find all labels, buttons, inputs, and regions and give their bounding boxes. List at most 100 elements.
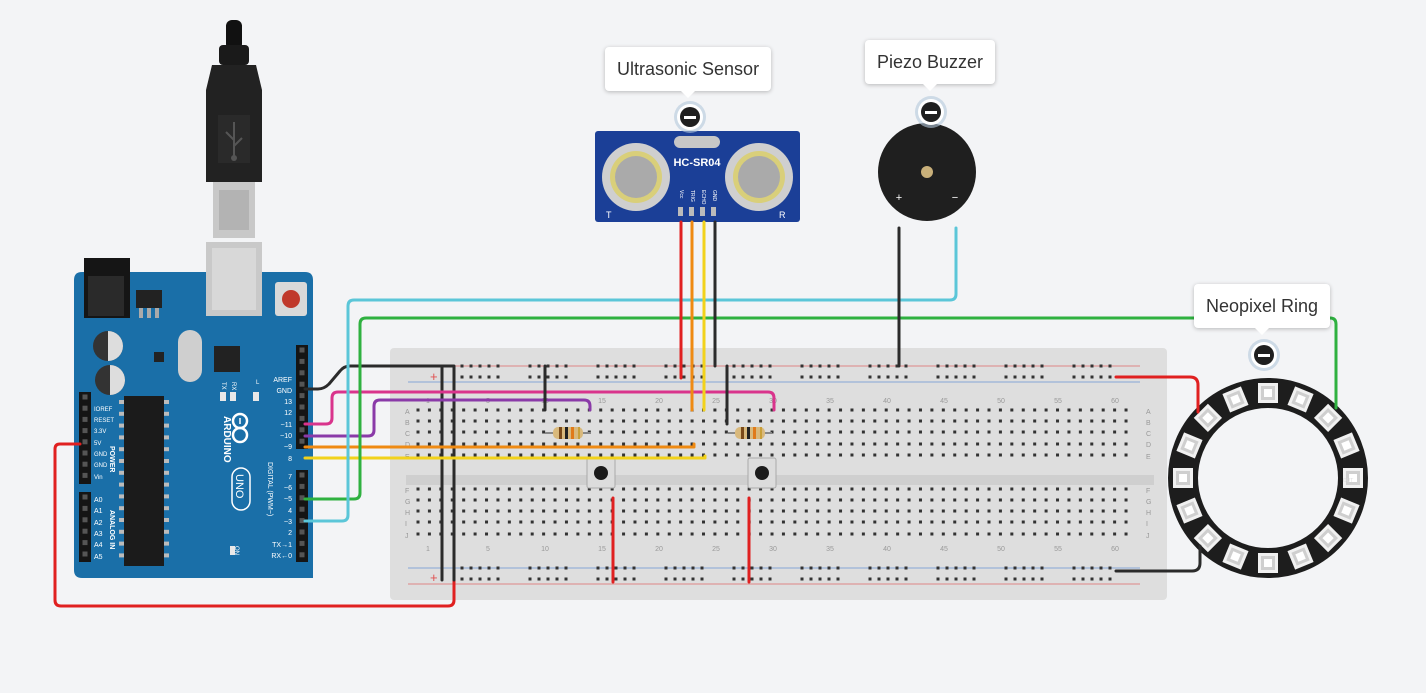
breadboard-hole [1067,442,1071,446]
chip-pin [164,506,169,511]
breadboard-hole [747,419,751,423]
rail-hole [877,364,881,368]
breadboard-hole [1101,498,1105,502]
breadboard-hole [816,532,820,536]
breadboard-hole [827,520,831,524]
pin-label: A0 [94,497,103,504]
breadboard-hole [690,498,694,502]
pushbutton-1[interactable] [586,457,616,489]
neopixel-led [1258,553,1278,573]
rail-hole [673,364,677,368]
header-hole [82,540,88,546]
breadboard-hole [542,520,546,524]
breadboard-hole [656,453,660,457]
breadboard-hole [998,419,1002,423]
breadboard-hole [599,430,603,434]
breadboard-hole [587,520,591,524]
neopixel-ring[interactable]: OUT [1168,378,1368,578]
breadboard-hole [530,532,534,536]
breadboard-hole [542,442,546,446]
rail-hole [596,364,600,368]
breadboard-hole [781,509,785,513]
breadboard-hole [1010,487,1014,491]
breadboard-hole [450,520,454,524]
wire-ring-gnd-black [1114,544,1202,573]
breadboard-hole [953,532,957,536]
crystal-oscillator [178,330,202,382]
breadboard-hole [976,532,980,536]
rail-hole [936,364,940,368]
piezo-buzzer-collapse-button[interactable] [918,99,944,125]
breadboard-hole [816,453,820,457]
breadboard-hole [622,442,626,446]
chip-pin [119,435,124,440]
resistor-2[interactable] [728,427,772,439]
breadboard-hole [930,430,934,434]
breadboard-hole [941,520,945,524]
breadboard-hole [793,520,797,524]
rail-hole [1040,577,1044,581]
rail-hole [945,566,949,570]
neopixel-ring-callout: Neopixel Ring [1194,284,1331,335]
breadboard-hole [759,487,763,491]
breadboard-hole [427,453,431,457]
breadboard-hole [1113,419,1117,423]
breadboard-hole [1033,498,1037,502]
rail-hole [741,566,745,570]
breadboard-hole [1067,498,1071,502]
breadboard-hole [804,419,808,423]
breadboard-hole [1056,453,1060,457]
reset-button[interactable] [275,282,307,316]
pushbutton-2[interactable] [747,457,777,489]
usb-cable[interactable] [206,20,262,238]
breadboard-hole [473,509,477,513]
breadboard-hole [736,509,740,513]
breadboard-hole [1101,520,1105,524]
ultrasonic-sensor-collapse-button[interactable] [677,104,703,130]
breadboard-hole [816,520,820,524]
pin-label: A2 [94,520,103,527]
breadboard-hole [964,509,968,513]
breadboard-hole [953,442,957,446]
breadboard-hole [941,419,945,423]
breadboard-hole [1113,408,1117,412]
rail-hole [564,577,568,581]
breadboard-hole [644,520,648,524]
breadboard-hole [1113,453,1117,457]
breadboard-hole [610,430,614,434]
rail-hole [664,577,668,581]
breadboard-hole [519,419,523,423]
breadboard-hole [1090,509,1094,513]
breadboard-hole [1090,430,1094,434]
tx-led-label: TX [220,382,226,390]
breadboard-hole [1090,487,1094,491]
breadboard-hole [1021,487,1025,491]
rail-hole [460,566,464,570]
piezo-buzzer[interactable]: + − [878,123,976,221]
breadboard-hole [1067,520,1071,524]
rail-hole [809,566,813,570]
breadboard-hole [998,442,1002,446]
resistor-1[interactable] [545,427,591,439]
chip-pin [119,506,124,511]
breadboard-hole [1078,498,1082,502]
header-hole [299,438,305,444]
breadboard-hole [1010,509,1014,513]
breadboard-hole [1090,453,1094,457]
ultrasonic-sensor[interactable]: HC-SR04 T R Vcc TRIG ECHO GND [595,131,800,222]
wires[interactable] [53,220,1338,608]
breadboard-hole [599,408,603,412]
l-led-label: L [256,380,260,386]
neopixel-ring-collapse-button[interactable] [1251,342,1277,368]
breadboard-hole [793,509,797,513]
breadboard[interactable]: + + A B C D E F G H I J A B C D E F G H … [390,348,1167,600]
breadboard-hole [816,419,820,423]
breadboard-hole [1067,509,1071,513]
breadboard-hole [1078,408,1082,412]
rail-hole [546,375,550,379]
rail-hole [555,375,559,379]
arduino-uno-board[interactable]: TX RX L ARDUINO UNO DIGITAL (PWM~) POWER… [74,242,313,578]
rail-hole [460,364,464,368]
neopixel-led [1343,468,1363,488]
